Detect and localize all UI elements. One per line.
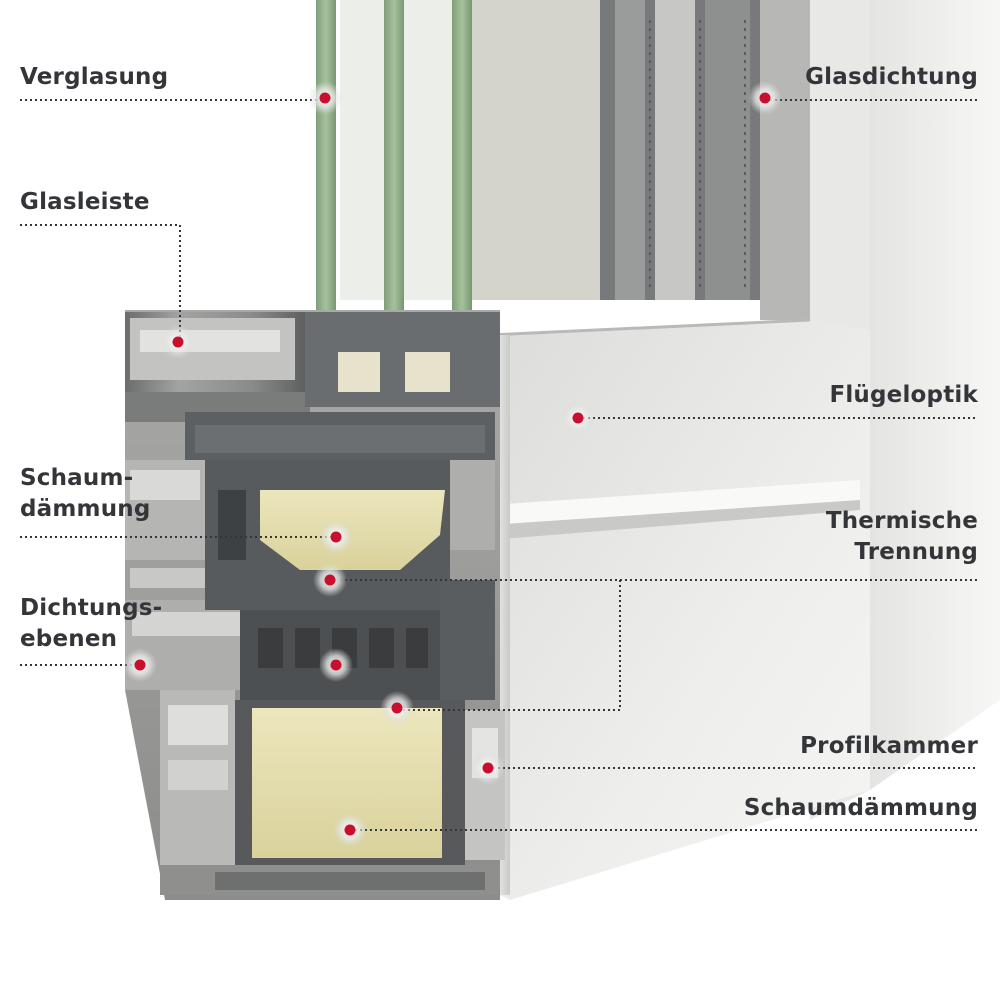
label-schaumdaemmung-upper-line1: Schaum-: [20, 465, 134, 491]
label-dichtungsebenen-line1: Dichtungs-: [20, 595, 163, 621]
label-thermische-trennung-line2: Trennung: [854, 539, 978, 565]
label-dichtungsebenen: Dichtungs- ebenen: [20, 593, 162, 655]
label-verglasung: Verglasung: [20, 64, 169, 90]
label-schaumdaemmung-upper: Schaum- dämmung: [20, 463, 151, 525]
label-dichtungsebenen-line2: ebenen: [20, 626, 118, 652]
label-schaumdaemmung-upper-line2: dämmung: [20, 496, 151, 522]
label-glasleiste: Glasleiste: [20, 189, 150, 215]
label-thermische-trennung-line1: Thermische: [825, 508, 978, 534]
label-glasdichtung: Glasdichtung: [805, 64, 978, 90]
label-profilkammer: Profilkammer: [800, 733, 978, 759]
label-schaumdaemmung-lower: Schaumdämmung: [743, 795, 978, 821]
label-thermische-trennung: Thermische Trennung: [826, 506, 978, 568]
label-fluegeloptik: Flügeloptik: [829, 382, 978, 408]
